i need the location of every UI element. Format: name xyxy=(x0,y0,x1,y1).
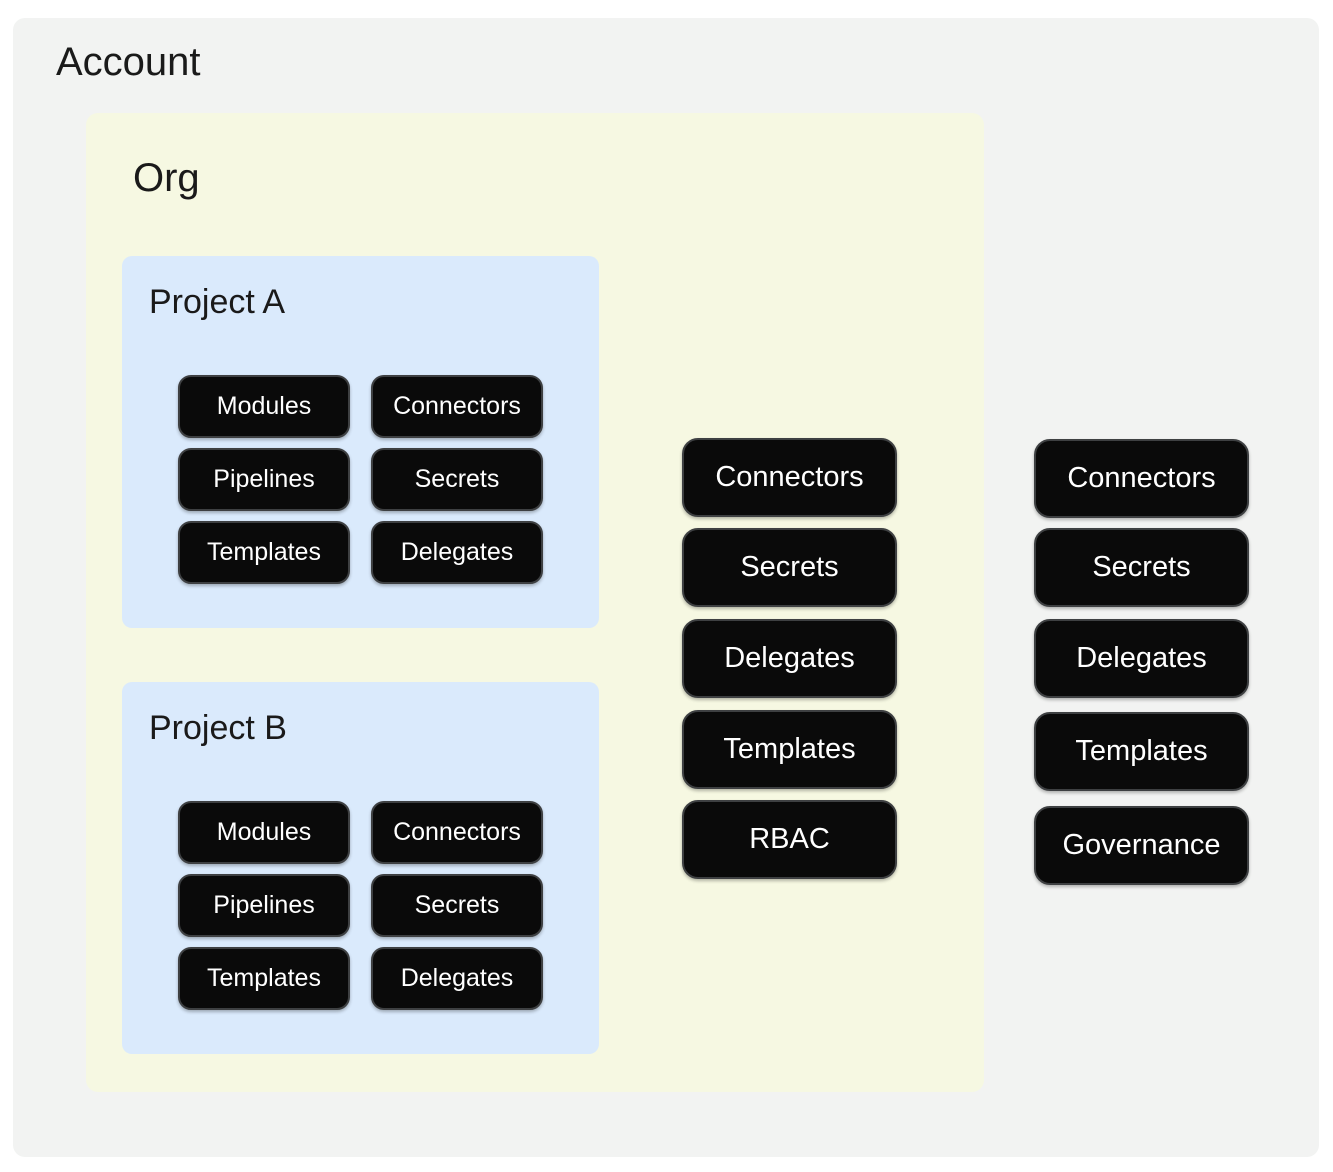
project-a-title: Project A xyxy=(149,283,286,321)
project-a-pipelines-button[interactable]: Pipelines xyxy=(178,448,350,511)
project-a-connectors-button[interactable]: Connectors xyxy=(371,375,543,438)
org-title: Org xyxy=(133,156,200,200)
project-a-modules-button[interactable]: Modules xyxy=(178,375,350,438)
org-rbac-button[interactable]: RBAC xyxy=(682,800,897,879)
account-connectors-button[interactable]: Connectors xyxy=(1034,439,1249,518)
account-secrets-button[interactable]: Secrets xyxy=(1034,528,1249,607)
project-b-modules-button[interactable]: Modules xyxy=(178,801,350,864)
project-b-templates-button[interactable]: Templates xyxy=(178,947,350,1010)
project-a-delegates-button[interactable]: Delegates xyxy=(371,521,543,584)
org-delegates-button[interactable]: Delegates xyxy=(682,619,897,698)
account-templates-button[interactable]: Templates xyxy=(1034,712,1249,791)
org-container: Org Project A Modules Connectors Pipelin… xyxy=(86,113,984,1092)
project-b-title: Project B xyxy=(149,709,287,747)
project-a-secrets-button[interactable]: Secrets xyxy=(371,448,543,511)
account-delegates-button[interactable]: Delegates xyxy=(1034,619,1249,698)
org-templates-button[interactable]: Templates xyxy=(682,710,897,789)
project-a-card: Project A Modules Connectors Pipelines S… xyxy=(122,256,599,628)
project-b-card: Project B Modules Connectors Pipelines S… xyxy=(122,682,599,1054)
account-title: Account xyxy=(56,40,201,84)
project-b-delegates-button[interactable]: Delegates xyxy=(371,947,543,1010)
org-secrets-button[interactable]: Secrets xyxy=(682,528,897,607)
project-b-secrets-button[interactable]: Secrets xyxy=(371,874,543,937)
project-b-pipelines-button[interactable]: Pipelines xyxy=(178,874,350,937)
project-a-templates-button[interactable]: Templates xyxy=(178,521,350,584)
project-b-connectors-button[interactable]: Connectors xyxy=(371,801,543,864)
org-connectors-button[interactable]: Connectors xyxy=(682,438,897,517)
account-governance-button[interactable]: Governance xyxy=(1034,806,1249,885)
account-container: Account Org Project A Modules Connectors… xyxy=(13,18,1319,1157)
